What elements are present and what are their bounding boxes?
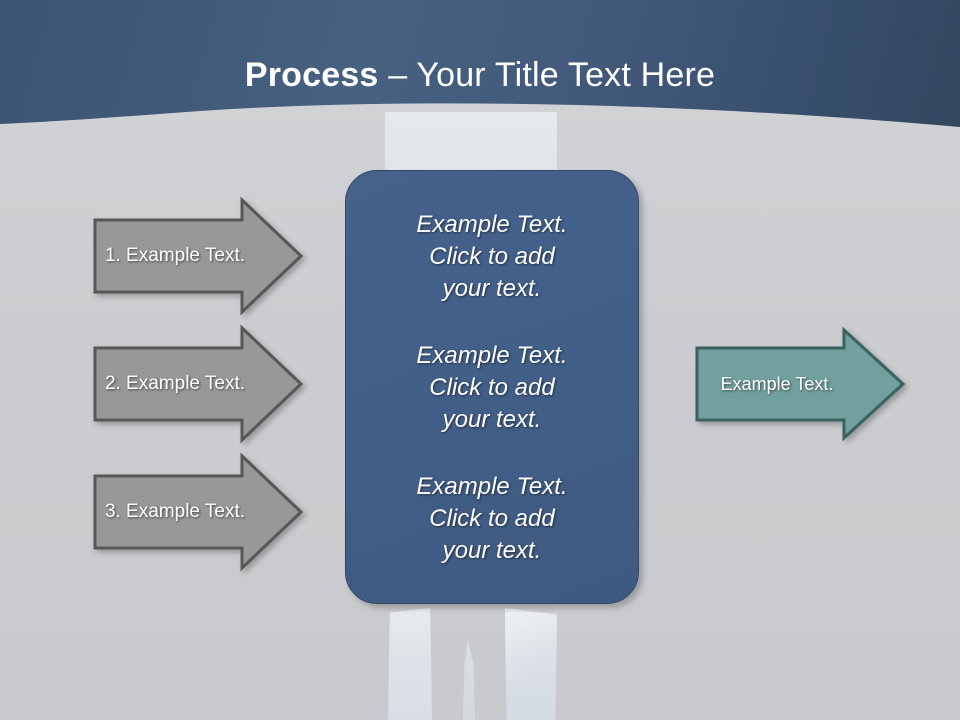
arrow-shape-1 [93,196,304,316]
arrow-shape-2 [93,324,304,444]
panel-text-block-3: Example Text. Click to add your text. [416,473,568,564]
background-sheen [505,612,557,682]
process-step-arrow-1[interactable]: 1. Example Text. [92,196,304,316]
page-title-strong: Process [244,56,379,94]
background-icicle-left [388,608,432,720]
process-detail-panel[interactable]: Example Text. Click to add your text. Ex… [345,170,639,604]
panel-text-block-2: Example Text. Click to add your text. [416,342,568,433]
arrow-shape-outcome [695,326,906,442]
process-step-arrow-3[interactable]: 3. Example Text. [92,452,304,572]
process-outcome-arrow[interactable]: Example Text. [694,326,906,442]
page-title-rest: – Your Title Text Here [378,56,716,94]
background-icicle-center [462,640,476,720]
process-step-arrow-2[interactable]: 2. Example Text. [92,324,304,444]
arrow-shape-3 [93,452,304,572]
background-icicle-right [505,608,557,720]
page-title: Process – Your Title Text Here [0,54,960,96]
panel-text-block-1: Example Text. Click to add your text. [416,211,568,302]
